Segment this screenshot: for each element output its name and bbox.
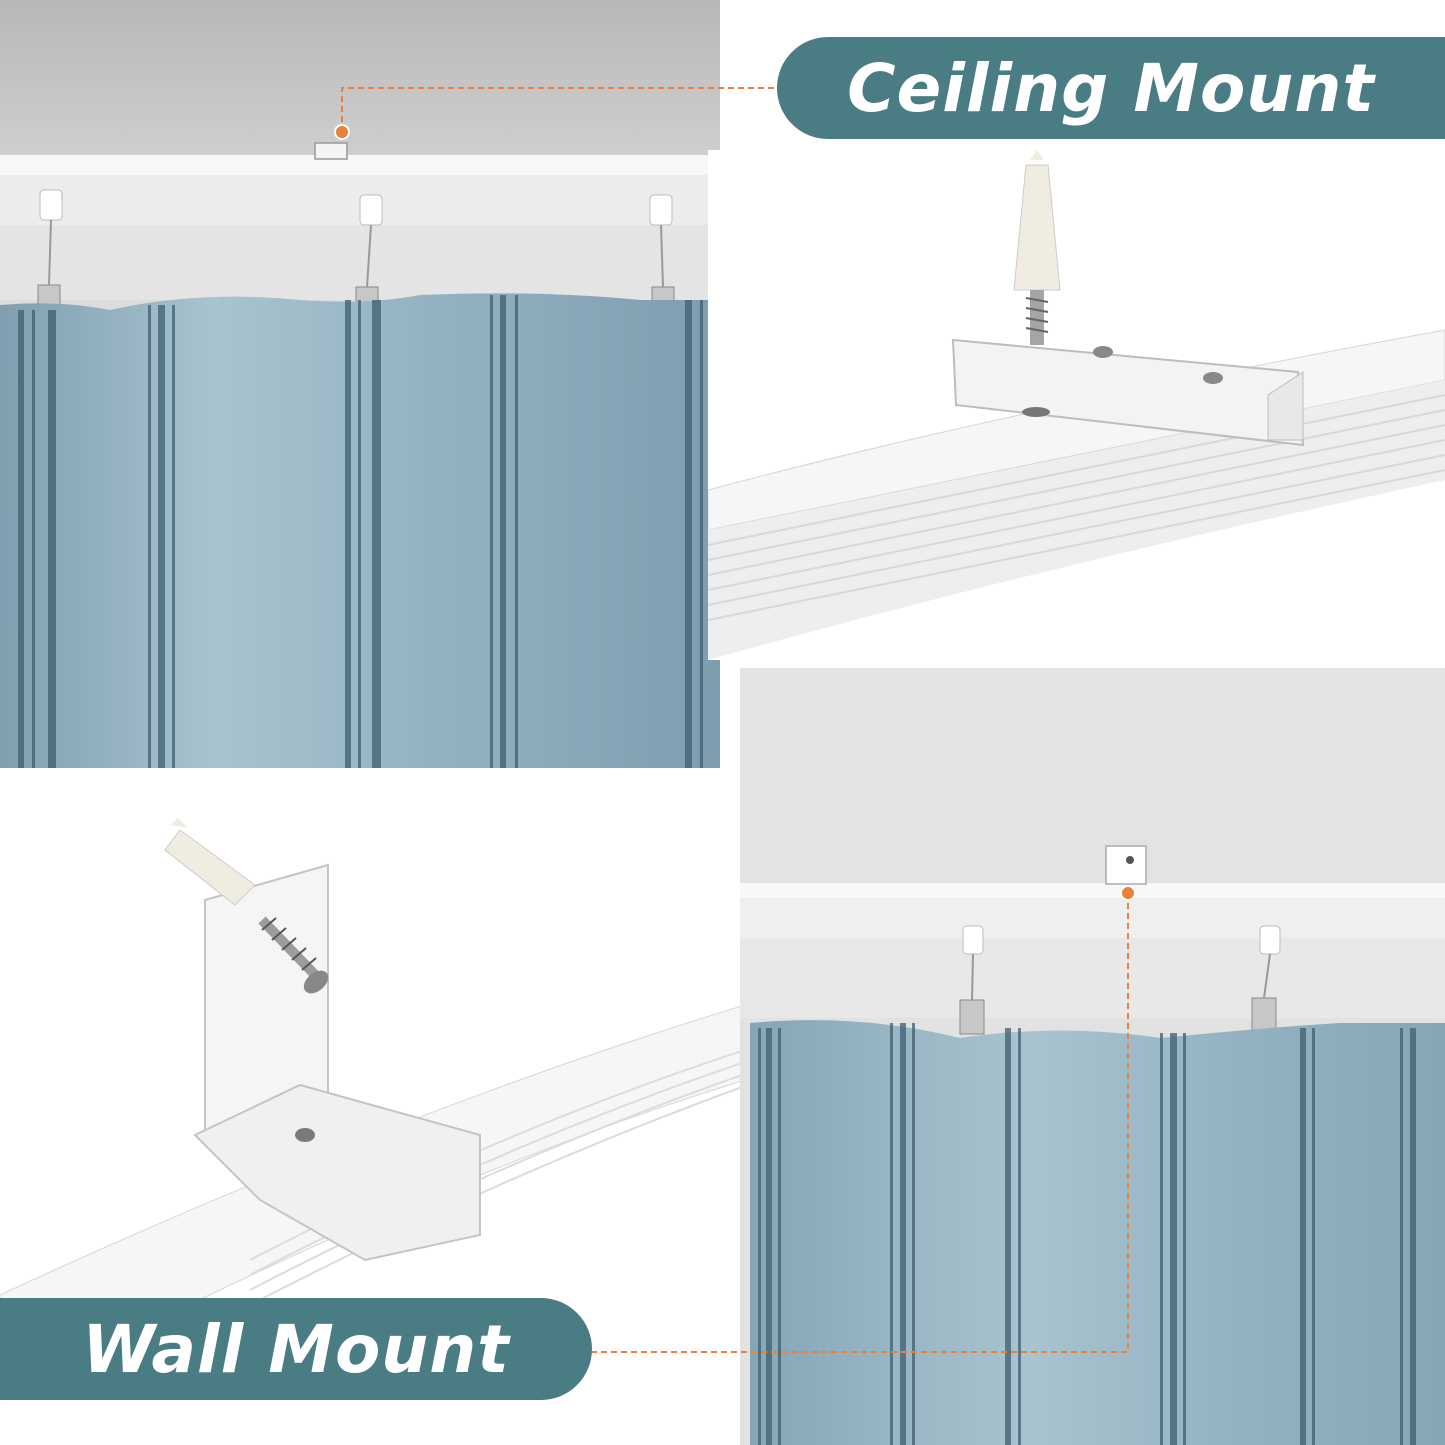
ceiling-mount-text: Ceiling Mount: [847, 49, 1375, 127]
wall-bracket-icon: [193, 863, 481, 1262]
track-body: [740, 898, 1445, 938]
wall-anchor-icon: [1013, 150, 1061, 291]
wall: [740, 668, 1445, 888]
wall-bracket-icon: [1105, 845, 1147, 885]
ceiling: [0, 0, 720, 160]
wall-mount-label: Wall Mount: [0, 1298, 592, 1400]
screw-icon: [1022, 290, 1050, 417]
wall-mount-photo: [740, 668, 1445, 1445]
ceiling-bracket-icon: [314, 142, 348, 160]
track-top: [740, 883, 1445, 898]
track-side: [708, 380, 1445, 660]
ceiling-bracket-illustration: [708, 150, 1445, 660]
ceiling-mount-illustration: [0, 0, 720, 768]
screw-icon: [258, 916, 329, 994]
ceiling-bracket-photo: [708, 150, 1445, 660]
ceiling-mount-label: Ceiling Mount: [777, 37, 1445, 139]
ceiling-bracket-icon: [951, 338, 1305, 447]
wall-anchor-icon: [164, 818, 256, 906]
ceiling-mount-photo: [0, 0, 720, 768]
curtain: [750, 1020, 1445, 1445]
track-top: [0, 155, 720, 175]
curtain-stripes: [18, 295, 703, 768]
wall-mount-illustration: [740, 668, 1445, 1445]
curtain-hook-icon: [1251, 925, 1281, 1033]
wall-mount-text: Wall Mount: [82, 1310, 510, 1388]
